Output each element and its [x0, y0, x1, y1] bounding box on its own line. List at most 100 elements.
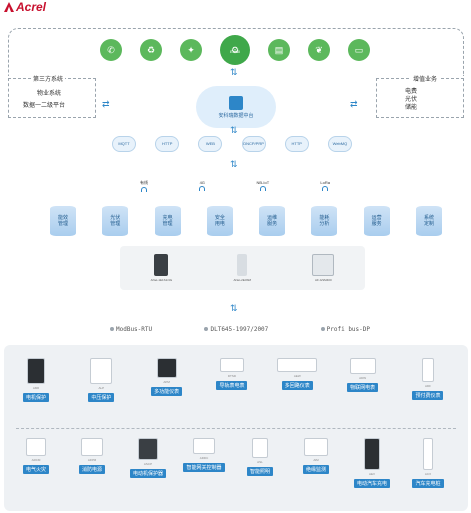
- gateway-device[interactable]: ANet-1E1S1/4G: [151, 254, 172, 282]
- device-item[interactable]: ARCM 电气火灾: [12, 438, 60, 488]
- lighting-control-icon: [252, 438, 268, 458]
- service-cylinder[interactable]: 系统定制: [415, 206, 442, 236]
- app-leaf-icon[interactable]: ❦Email: [308, 39, 330, 67]
- cloud-icon: DNCP/PRP: [241, 136, 266, 152]
- smart-gateway-icon: [193, 438, 215, 454]
- service-cylinder[interactable]: 光伏管理: [102, 206, 129, 236]
- service-line: 充电: [162, 215, 173, 221]
- app-flame-icon[interactable]: ✦Email: [180, 39, 202, 67]
- service-line: 运维: [267, 215, 278, 221]
- gateway-box-icon: [312, 254, 335, 276]
- app-screen-icon[interactable]: ▭Email: [348, 39, 370, 67]
- value-added-box: 增值业务 电费 光伏 储能: [376, 74, 464, 118]
- device-tag: 消防电源: [78, 465, 105, 474]
- device-item[interactable]: AFPM 消防电源: [68, 438, 116, 488]
- service-cylinder[interactable]: 运维服务: [259, 206, 286, 236]
- app-phone-icon[interactable]: ✆Email: [100, 39, 122, 67]
- gateway-device[interactable]: ANet-2E4SM: [233, 254, 251, 282]
- device-model: ARCM: [31, 458, 41, 462]
- bullet-icon: [204, 327, 209, 331]
- network-item: LoRa: [320, 180, 330, 196]
- device-tag: 导轨表电表: [216, 381, 248, 390]
- device-tag: 电动汽车充电: [353, 479, 390, 488]
- protocol-label: Profi bus-DP: [326, 325, 370, 333]
- left-right-arrow-icon: ⇄: [102, 99, 110, 109]
- value-added-line: 电费: [405, 89, 418, 95]
- device-tag: 电气火灾: [22, 465, 49, 474]
- wifi-icon: [141, 187, 147, 192]
- device-tag: 多回路仪表: [281, 381, 313, 390]
- application-icons: ✆Email ♻Email ✦Email ⚙Email ▤Email ❦Emai…: [100, 32, 370, 68]
- data-center-label: 安科瑞数据中台: [218, 112, 254, 119]
- network-item: 4G: [199, 180, 206, 196]
- device-tag: 电动机保护器: [129, 469, 166, 478]
- service-line: 运营: [371, 215, 382, 221]
- cloud-icon: MQTT: [112, 136, 136, 152]
- rail-meter-icon: [219, 358, 244, 372]
- app-recycle-icon[interactable]: ♻Email: [140, 39, 162, 67]
- network-types: 有线 4G NB-IoT LoRa: [140, 180, 330, 196]
- device-tag: 多功能仪表: [151, 387, 183, 396]
- service-line: 分析: [319, 221, 330, 227]
- multi-circuit-meter-icon: [277, 358, 318, 372]
- service-line: 能效: [57, 215, 68, 221]
- network-label: 有线: [140, 180, 148, 185]
- service-cylinder[interactable]: 能效管理: [50, 206, 76, 236]
- up-down-arrow-icon: ⇅: [230, 303, 238, 313]
- gateway-rail-icon: [237, 254, 248, 276]
- protocol-label: ModBus-RTU: [116, 325, 153, 333]
- device-tag: 智能网关控制器: [183, 463, 225, 472]
- cloud-icon: WEB: [198, 136, 223, 152]
- gateway-label: AF-GSM400: [314, 278, 332, 282]
- protocol-item: Profi bus-DP: [320, 322, 370, 336]
- prepaid-meter-icon: [421, 358, 434, 382]
- up-down-arrow-icon: ⇅: [230, 67, 238, 77]
- app-pdf-icon[interactable]: ▤Email: [268, 39, 290, 67]
- device-divider: [16, 428, 456, 429]
- wifi-icon: [199, 186, 206, 191]
- value-added-title: 增值业务: [411, 74, 440, 83]
- service-cylinder[interactable]: 充电管理: [154, 206, 181, 236]
- multifunction-meter-icon: [156, 358, 177, 378]
- device-model: ADF: [424, 384, 431, 388]
- device-tag: 物联网电表: [347, 383, 379, 392]
- service-cylinder[interactable]: 运营服务: [363, 206, 390, 236]
- bullet-icon: [320, 327, 325, 331]
- service-line: 服务: [371, 221, 382, 227]
- motor-controller-icon: [138, 438, 158, 460]
- up-down-arrow-icon: ⇅: [230, 125, 238, 135]
- protocol-clouds: MQTT HTTP WEB DNCP/PRP HTTP WebMQ: [112, 136, 352, 156]
- third-party-line: 数据一二级平台: [23, 103, 66, 109]
- protocol-item: ModBus-RTU: [110, 322, 152, 336]
- service-cylinder[interactable]: 能耗分析: [311, 206, 338, 236]
- wifi-icon: [322, 186, 329, 191]
- service-line: 管理: [57, 221, 68, 227]
- network-label: NB-IoT: [256, 180, 270, 185]
- device-model: AFPM: [87, 458, 97, 462]
- service-line: 管理: [162, 221, 173, 227]
- up-down-arrow-icon: ⇅: [230, 159, 238, 169]
- charging-pile-icon: [423, 438, 433, 470]
- gateway-device[interactable]: AF-GSM400: [312, 254, 335, 282]
- app-main-icon[interactable]: ⚙Email: [220, 35, 250, 65]
- gateway-panel: ANet-1E1S1/4G ANet-2E4SM AF-GSM400: [120, 246, 365, 290]
- protocol-item: DLT645-1997/2007: [204, 322, 268, 336]
- device-model: ASL: [257, 460, 263, 464]
- wifi-icon: [259, 186, 266, 191]
- protocol-label: DLT645-1997/2007: [210, 325, 269, 333]
- service-cylinder[interactable]: 安全用电: [206, 206, 233, 236]
